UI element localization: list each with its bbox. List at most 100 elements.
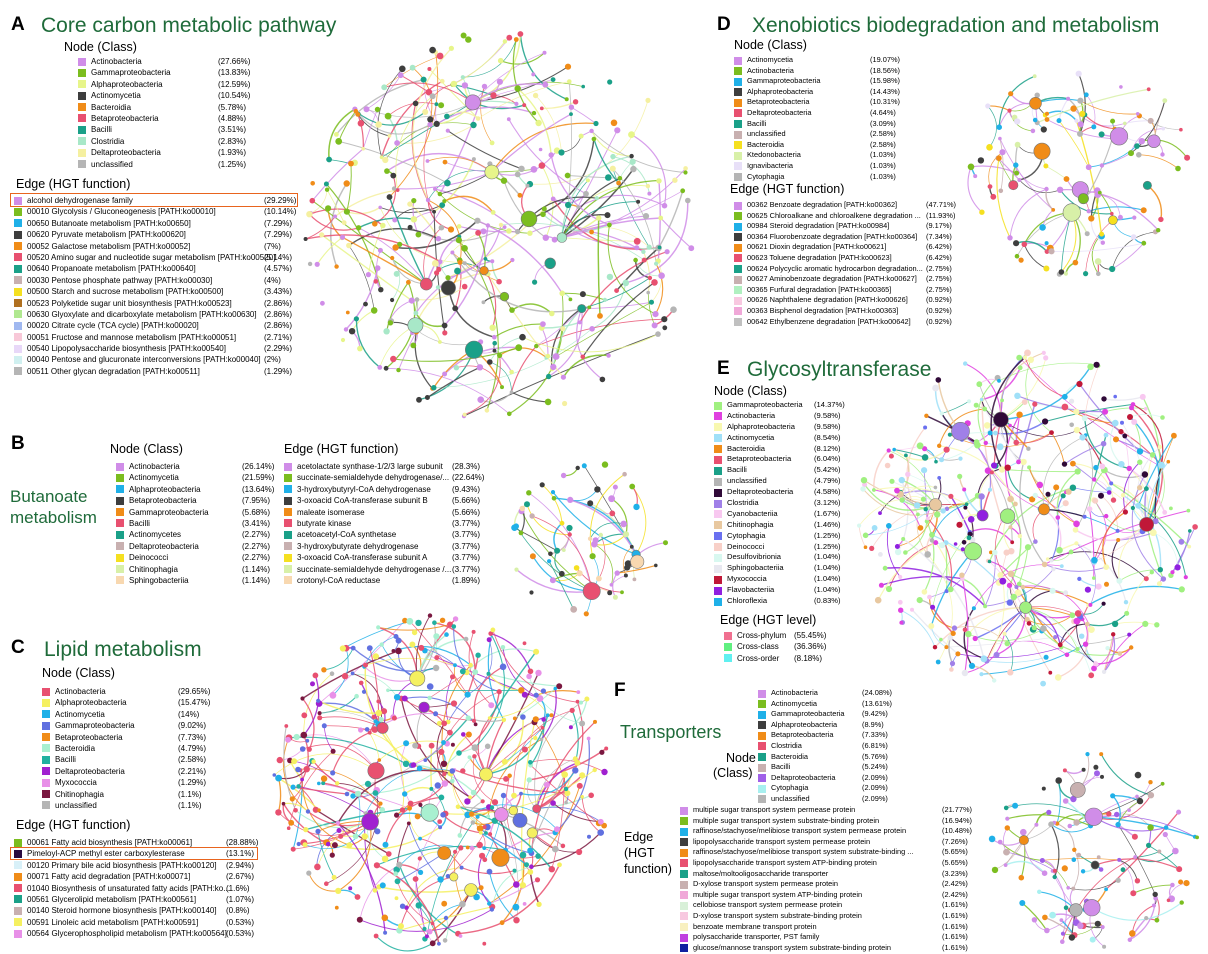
network-node [1130, 890, 1137, 897]
network-node [437, 819, 443, 824]
network-node [485, 223, 491, 228]
network-edge [317, 700, 379, 714]
network-node [1099, 752, 1104, 757]
network-node [402, 791, 408, 797]
network-node [1101, 669, 1107, 674]
network-edge [519, 33, 567, 100]
network-node [427, 121, 433, 128]
network-node [1147, 134, 1161, 148]
legend-percent: (2.29%) [264, 344, 293, 354]
network-node [1049, 430, 1054, 435]
network-node [894, 487, 900, 494]
network-node [1046, 809, 1052, 815]
network-edge [1094, 858, 1180, 870]
network-node [560, 472, 567, 479]
network-node [967, 516, 975, 523]
network-node [1091, 556, 1098, 564]
network-edge [598, 534, 606, 579]
network-node [1074, 541, 1079, 546]
legend-percent: (4.79%) [814, 476, 841, 486]
network-node [1166, 459, 1171, 464]
panel-c-node-heading: Node (Class) [42, 666, 115, 680]
network-node [416, 396, 422, 403]
legend-label: Chloroflexia [727, 596, 768, 606]
network-node [1104, 513, 1109, 519]
network-node [968, 662, 976, 669]
network-node [348, 160, 354, 167]
network-node [654, 261, 659, 266]
network-node [539, 482, 545, 488]
network-node [482, 824, 487, 830]
network-node [561, 771, 568, 778]
network-node [989, 470, 994, 475]
network-node [983, 422, 991, 429]
network-node [272, 773, 277, 777]
legend-percent: (28.3%) [452, 462, 481, 471]
panel-d-node-heading: Node (Class) [734, 38, 807, 52]
network-edge [581, 796, 601, 833]
network-node [1016, 354, 1023, 361]
network-node [1101, 396, 1107, 402]
network-node [1076, 380, 1083, 388]
network-node [445, 874, 451, 879]
legend-percent: (21.77%) [942, 805, 972, 814]
network-node [438, 748, 445, 755]
network-node [1003, 848, 1010, 856]
network-node [662, 325, 668, 331]
network-node [1017, 533, 1023, 539]
network-node [1163, 825, 1169, 830]
network-node [1126, 465, 1132, 472]
legend-item: Deltaproteobacteria(2.21%) [42, 766, 222, 777]
network-edge [434, 188, 530, 234]
network-node [1099, 163, 1105, 168]
legend-item: Cross-order(8.18%) [724, 653, 864, 664]
network-node [1094, 920, 1101, 927]
legend-item: 00365 Furfural degradation [PATH:ko00365… [734, 285, 964, 296]
legend-swatch [734, 233, 742, 242]
network-node [407, 805, 412, 811]
network-node [420, 76, 427, 83]
network-node [361, 689, 367, 694]
network-node [1187, 544, 1192, 549]
network-node [1170, 882, 1175, 888]
network-node [341, 672, 349, 680]
network-node [1124, 610, 1130, 616]
network-node [461, 245, 468, 252]
network-node [1077, 97, 1084, 104]
network-edge [634, 260, 651, 279]
network-node [1166, 898, 1171, 903]
legend-label: 00640 Propanoate metabolism [PATH:ko0064… [27, 264, 196, 274]
network-node [1135, 502, 1142, 509]
legend-swatch [116, 542, 124, 551]
network-edge [366, 102, 473, 118]
network-node [486, 814, 491, 819]
legend-item: Deltaproteobacteria(4.64%) [734, 108, 934, 119]
network-node [439, 617, 446, 623]
network-edge [1129, 414, 1163, 418]
panel-d-edge-legend: 00362 Benzoate degradation [PATH:ko00362… [734, 200, 964, 327]
network-edge [345, 674, 398, 698]
network-node [492, 348, 497, 353]
network-node [567, 532, 572, 537]
network-node [367, 762, 385, 780]
legend-label: Alphaproteobacteria [771, 719, 838, 729]
legend-swatch [714, 543, 722, 552]
network-node [520, 714, 526, 720]
network-edge [617, 564, 656, 574]
network-node [1059, 918, 1064, 922]
network-node [513, 917, 520, 924]
panel-f-network [988, 752, 1199, 949]
network-node [651, 279, 658, 286]
network-node [531, 72, 536, 77]
network-node [442, 199, 447, 204]
network-edge [1121, 422, 1148, 525]
legend-percent: (22.64%) [452, 473, 485, 483]
legend-item: Alphaproteobacteria(14.43%) [734, 87, 934, 98]
network-edge [1059, 189, 1112, 215]
network-node [561, 548, 566, 552]
network-node [1004, 464, 1011, 471]
network-node [916, 597, 923, 604]
network-edge [1017, 403, 1036, 463]
network-node [594, 486, 601, 493]
legend-item: Deltaproteobacteria(4.58%) [714, 487, 894, 498]
